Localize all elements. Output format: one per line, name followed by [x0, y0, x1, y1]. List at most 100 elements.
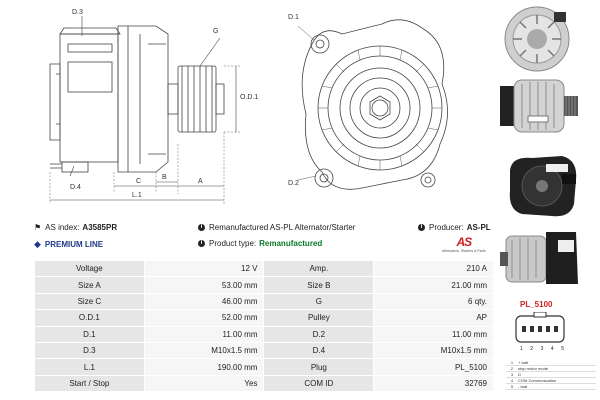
plug-legend-row: 1 + batt — [506, 360, 596, 366]
spec-value: 21.00 mm — [373, 276, 494, 294]
spec-key: Voltage — [34, 259, 145, 278]
spec-value: AP — [373, 309, 494, 327]
spec-value: Yes — [143, 374, 265, 393]
spec-key: Start / Stop — [34, 374, 145, 393]
label-a: A — [198, 178, 203, 185]
spec-key: Plug — [263, 358, 375, 376]
spec-value: 6 qty. — [373, 292, 494, 311]
spec-key: Size A — [34, 276, 145, 294]
photo-side-view — [498, 76, 584, 141]
product-type-label: Product type: — [209, 239, 257, 248]
legend-desc: D — [518, 372, 521, 377]
as-index-value: A3585PR — [82, 223, 118, 232]
legend-pin: 1 — [510, 360, 514, 365]
legend-desc: COM Communication — [518, 378, 557, 383]
tag-icon: ⚑ — [34, 223, 42, 232]
spec-key: D.3 — [34, 341, 145, 360]
spec-key: Amp. — [263, 259, 375, 278]
diamond-icon: ◆ — [34, 239, 41, 249]
spec-value: M10x1.5 mm — [143, 341, 265, 360]
photo-front-view — [502, 150, 582, 227]
side-view-drawing: D.3 G O.D.1 D.4 C B A L.1 — [28, 4, 268, 214]
label-d1: D.1 — [288, 14, 299, 21]
spec-value: 12 V — [143, 259, 265, 278]
remanufactured-text: Remanufactured AS-PL Alternator/Starter — [209, 223, 356, 232]
side-view-svg — [49, 16, 240, 204]
producer: i Producer: AS-PL — [418, 223, 491, 232]
label-c: C — [136, 178, 142, 185]
label-l1: L.1 — [132, 192, 142, 199]
legend-pin: 3 — [510, 372, 514, 377]
plug-pin-number: 5 — [561, 346, 564, 352]
info-icon: i — [198, 240, 205, 247]
photo-rear-view — [502, 4, 572, 79]
spec-key: D.1 — [34, 325, 145, 343]
spec-key: D.4 — [263, 341, 375, 360]
spec-value: 210 A — [373, 259, 494, 278]
spec-value: PL_5100 — [373, 358, 494, 376]
photo-angle-view — [498, 226, 584, 295]
info-row: ⚑ AS index: A3585PR ◆ PREMIUM LINE i Rem… — [34, 223, 496, 253]
front-view-svg — [297, 19, 448, 190]
info-icon: i — [198, 224, 205, 231]
producer-value: AS-PL — [466, 223, 491, 232]
as-index: ⚑ AS index: A3585PR — [34, 223, 117, 232]
remanufactured-note: i Remanufactured AS-PL Alternator/Starte… — [198, 223, 355, 232]
spec-value: 11.00 mm — [143, 325, 265, 343]
plug-pin-number: 4 — [550, 346, 554, 352]
spec-value: 52.00 mm — [143, 309, 265, 327]
product-type-value: Remanufactured — [259, 239, 323, 248]
label-g: G — [213, 28, 219, 35]
legend-pin: 2 — [510, 366, 514, 371]
plug-connector-svg — [515, 312, 565, 343]
spec-value: 46.00 mm — [143, 292, 265, 311]
label-d2: D.2 — [288, 180, 299, 187]
legend-pin: 5 — [510, 384, 514, 389]
spec-key: COM ID — [263, 374, 375, 393]
legend-desc: + batt — [518, 360, 529, 365]
info-icon: i — [418, 224, 425, 231]
plug-legend-row: 5 - batt — [506, 384, 596, 390]
premium-line: ◆ PREMIUM LINE — [34, 239, 103, 250]
spec-key: L.1 — [34, 358, 145, 376]
label-d4: D.4 — [70, 184, 81, 191]
spec-key: Size C — [34, 292, 145, 311]
spec-key: D.2 — [263, 325, 375, 343]
spec-value: 11.00 mm — [373, 325, 494, 343]
spec-value: M10x1.5 mm — [373, 341, 494, 360]
spec-key: G — [263, 292, 375, 311]
spec-key: Size B — [263, 276, 375, 294]
label-d3: D.3 — [72, 9, 83, 16]
as-pl-logo: AS Alternators, Starters & Parts — [442, 235, 486, 253]
product-photos — [494, 0, 600, 290]
plug-pin-number: 2 — [530, 346, 534, 352]
label-od1: O.D.1 — [240, 94, 259, 101]
plug-pin-number: 3 — [540, 346, 544, 352]
label-b: B — [162, 174, 167, 181]
spec-key: O.D.1 — [34, 309, 145, 327]
plug-title: PL_5100 — [520, 300, 553, 309]
plug-legend-row: 2 stop motor mode — [506, 366, 596, 372]
legend-desc: stop motor mode — [518, 366, 549, 371]
producer-label: Producer: — [429, 223, 464, 232]
as-index-label: AS index: — [45, 223, 80, 232]
front-view-drawing: D.1 D.2 — [282, 4, 460, 214]
spec-value: 190.00 mm — [143, 358, 265, 376]
plug-pin-number: 1 — [520, 346, 523, 352]
legend-desc: - batt — [518, 384, 528, 389]
premium-line-label: PREMIUM LINE — [44, 240, 104, 249]
